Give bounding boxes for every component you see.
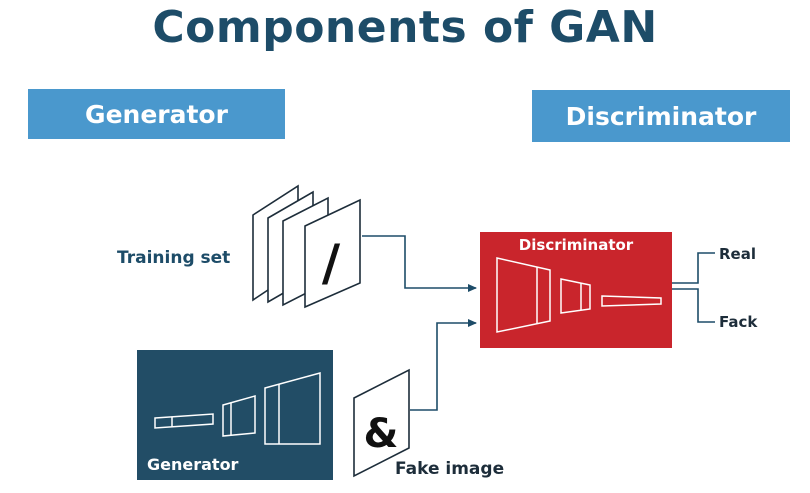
discriminator-label-box: Discriminator: [532, 90, 790, 142]
generator-layer-large: [264, 372, 321, 445]
fake-image-sheet: [353, 368, 410, 478]
discriminator-label: Discriminator: [565, 101, 757, 131]
discriminator-layers: [496, 257, 662, 333]
connector-lines: [362, 235, 715, 411]
generator-layers: [154, 372, 321, 445]
fake-symbol: &: [364, 411, 399, 457]
training-symbol: /: [322, 234, 341, 292]
training-to-discriminator-arrow: [362, 235, 477, 292]
output-to-real-line: [672, 252, 715, 284]
disc-layer-small: [601, 295, 662, 307]
generator-label: Generator: [85, 99, 228, 129]
output-fake-label: Fack: [719, 313, 758, 331]
output-real-label: Real: [719, 245, 756, 263]
output-to-fake-line: [672, 288, 715, 323]
disc-layer-large: [496, 257, 551, 333]
training-set-icon: [252, 184, 361, 309]
generator-layer-mid: [222, 395, 256, 437]
training-sheet-4: [304, 198, 361, 309]
training-set-label: Training set: [117, 248, 231, 268]
fake-to-discriminator-arrow: [410, 319, 477, 411]
discriminator-block-label: Discriminator: [518, 236, 634, 254]
generator-block-label: Generator: [147, 455, 239, 474]
generator-layer-small: [154, 413, 214, 429]
disc-layer-mid: [560, 278, 591, 314]
generator-block: Generator: [137, 350, 333, 480]
generator-label-box: Generator: [28, 89, 285, 139]
fake-image-label: Fake image: [395, 459, 505, 479]
page-title: Components of GAN: [152, 2, 658, 53]
